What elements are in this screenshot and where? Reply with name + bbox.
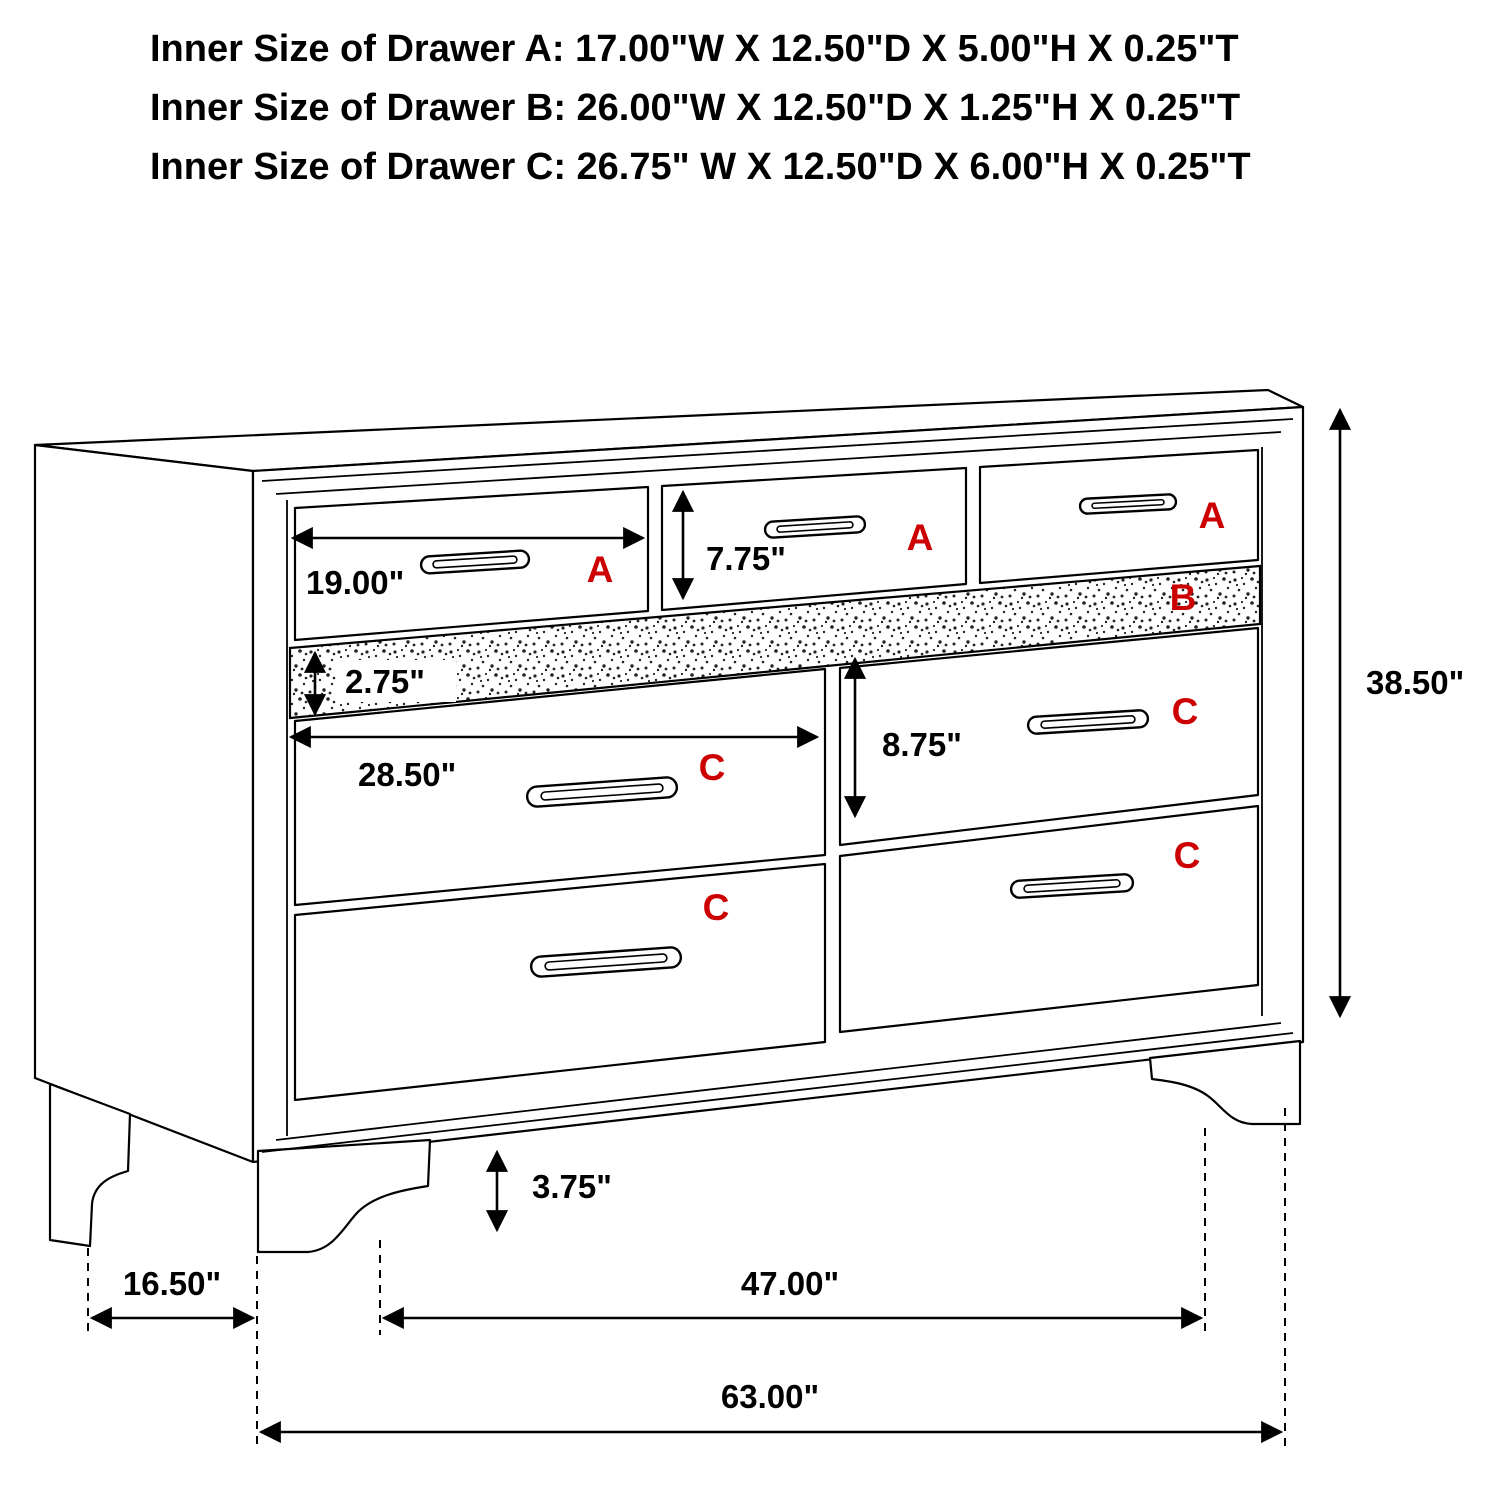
front-left-foot — [256, 1138, 432, 1254]
bottom-molding-line-1 — [261, 1032, 1294, 1153]
handle-c-upper-right — [1026, 709, 1150, 735]
spec-line-drawer-b: Inner Size of Drawer B: 26.00"W X 12.50"… — [150, 87, 1241, 129]
label-drawer-a-middle: A — [907, 517, 934, 558]
spec-line-drawer-a: Inner Size of Drawer A: 17.00"W X 12.50"… — [150, 28, 1239, 70]
label-drawer-c-upper-left: C — [699, 747, 726, 788]
drawer-handles — [419, 493, 1178, 978]
drawer-c-lower-left — [293, 862, 827, 1102]
front-right-foot — [1148, 1039, 1302, 1126]
top-molding-line-1 — [261, 418, 1294, 482]
drawer-c-upper-right — [838, 626, 1260, 847]
dresser-side-panel — [33, 443, 255, 1164]
drawer-c-lower-right — [838, 804, 1260, 1034]
bottom-molding-line-2 — [275, 1022, 1282, 1141]
handle-a-right — [1078, 493, 1178, 515]
dimension-labels: 19.00" 7.75" 2.75" 28.50" 8.75" 38.50" 3… — [123, 540, 1464, 1415]
dimension-arrows — [89, 407, 1352, 1444]
dim-drawer-a-width: 19.00" — [306, 564, 404, 601]
band-label-backing — [336, 660, 456, 702]
dim-drawer-c-height: 8.75" — [882, 726, 962, 763]
extension-lines — [87, 1108, 1286, 1448]
side-back-foot — [48, 1082, 132, 1248]
label-drawer-c-lower-left: C — [703, 887, 730, 928]
label-drawer-c-lower-right: C — [1174, 835, 1201, 876]
top-molding-line-2 — [275, 431, 1282, 495]
dim-drawer-c-width: 28.50" — [358, 756, 456, 793]
handle-c-lower-right — [1009, 873, 1135, 899]
label-drawer-c-upper-right: C — [1172, 691, 1199, 732]
spec-header: Inner Size of Drawer A: 17.00"W X 12.50"… — [150, 20, 1251, 197]
dim-drawer-a-height: 7.75" — [706, 540, 786, 577]
dim-overall-height: 38.50" — [1366, 664, 1464, 701]
drawers — [288, 448, 1262, 1102]
dim-feet-spacing: 47.00" — [741, 1265, 839, 1302]
drawer-a-middle — [660, 466, 968, 612]
label-drawer-a-right: A — [1199, 495, 1226, 536]
handle-a-middle — [763, 515, 867, 539]
label-drawer-a-left: A — [587, 549, 614, 590]
handle-c-upper-left — [525, 776, 679, 808]
dim-band-height: 2.75" — [345, 663, 425, 700]
dim-depth: 16.50" — [123, 1265, 221, 1302]
spec-line-drawer-c: Inner Size of Drawer C: 26.75" W X 12.50… — [150, 146, 1251, 188]
dim-foot-height: 3.75" — [532, 1168, 612, 1205]
drawer-a-right — [978, 448, 1260, 585]
dim-overall-width: 63.00" — [721, 1378, 819, 1415]
label-drawer-b: B — [1170, 577, 1197, 618]
drawer-letter-labels: A A A B C C C C — [587, 495, 1226, 928]
handle-c-lower-left — [529, 946, 683, 978]
handle-a-left — [419, 549, 531, 575]
drawer-b-jewelry-band — [288, 564, 1262, 720]
